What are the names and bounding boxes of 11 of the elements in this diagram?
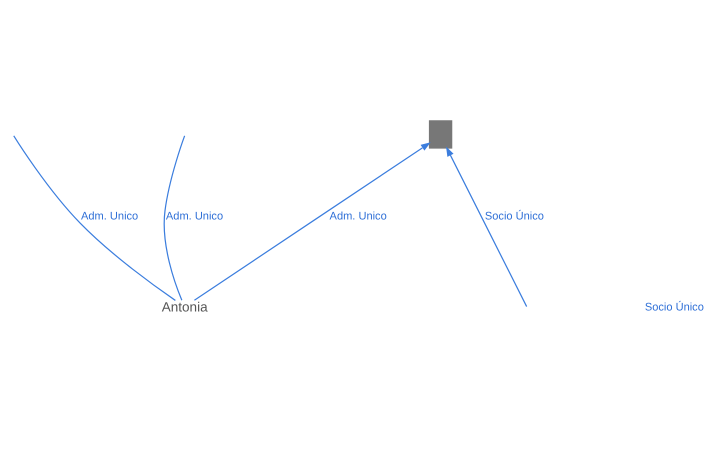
edge-label: Socio Único: [484, 210, 544, 222]
node-building: [428, 120, 452, 148]
edge-label: Adm. Unico: [330, 210, 387, 222]
connector: [164, 135, 186, 300]
arrow: [446, 146, 528, 306]
edge-label: Adm. Unico: [166, 210, 224, 222]
edge-label: Adm. Unico: [81, 210, 138, 222]
arrow: [194, 142, 431, 300]
label: Socio Único: [644, 301, 704, 314]
connector: [13, 135, 176, 300]
node-text: Antonia: [162, 298, 208, 314]
